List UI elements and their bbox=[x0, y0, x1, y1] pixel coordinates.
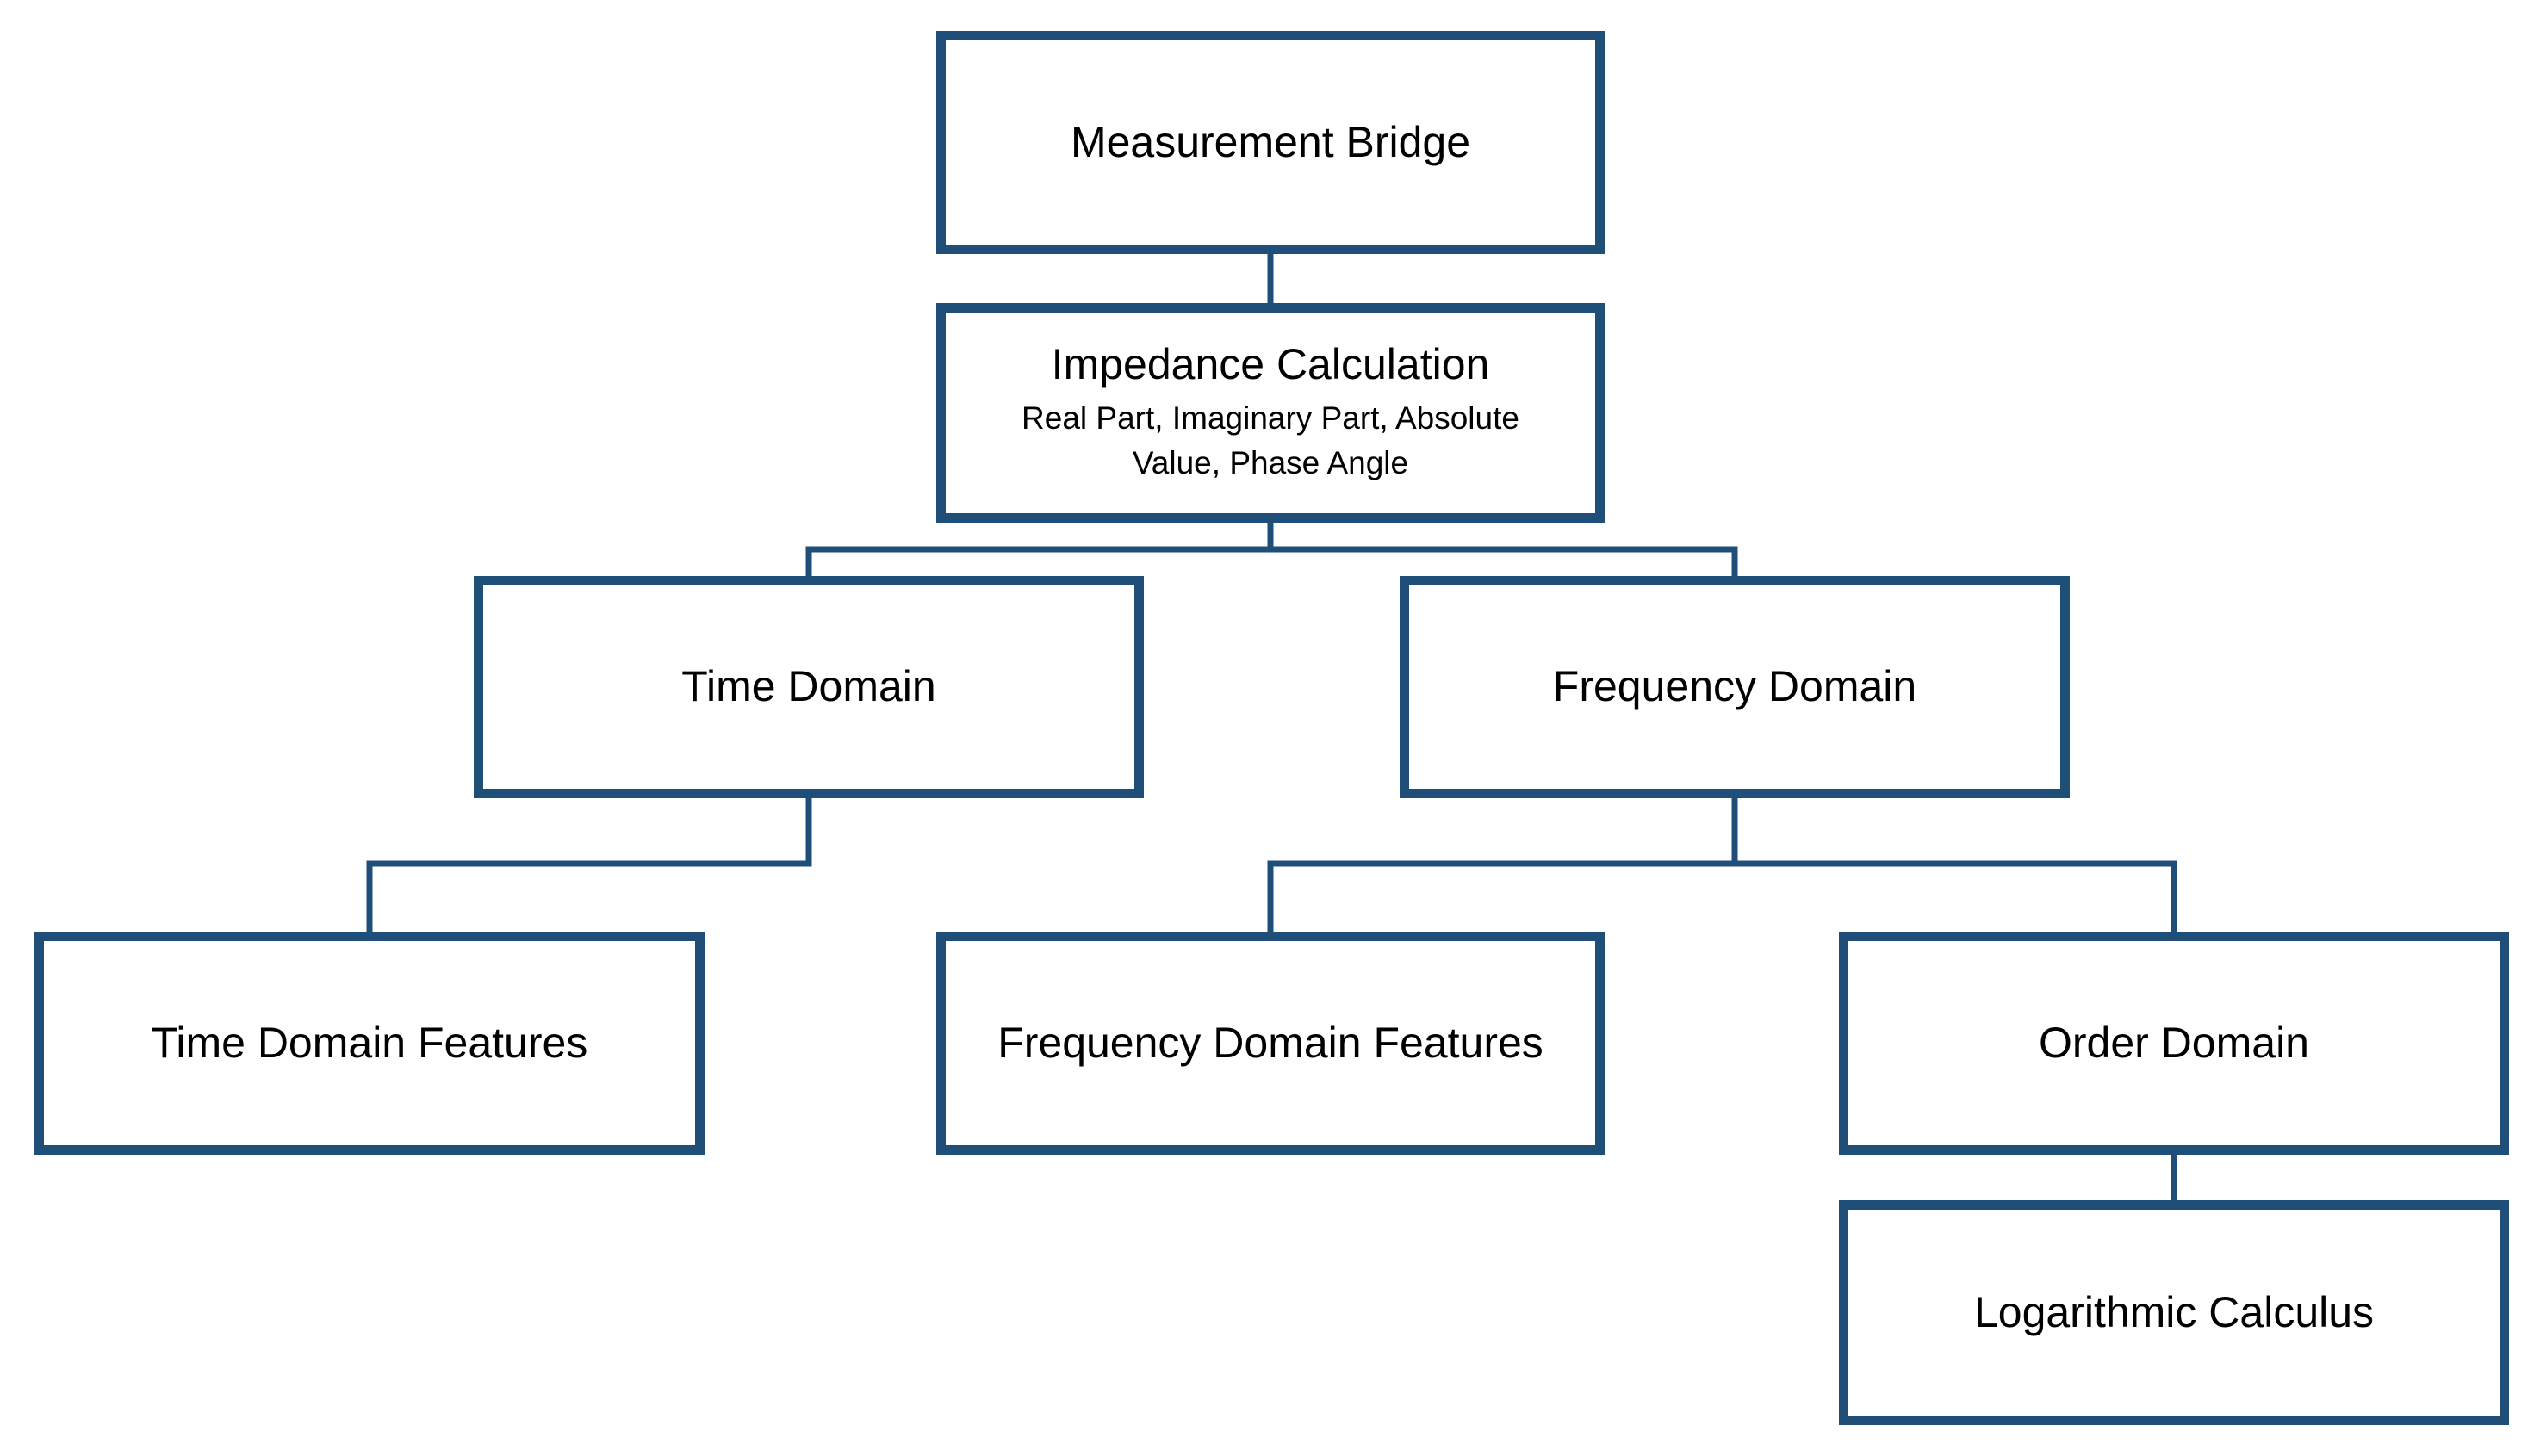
node-title: Frequency Domain Features bbox=[997, 1018, 1543, 1067]
node-title: Time Domain bbox=[681, 662, 936, 711]
node-measurement-bridge: Measurement Bridge bbox=[936, 31, 1605, 254]
edge-impedance-to-time-domain bbox=[805, 523, 1274, 576]
node-subtitle: Real Part, Imaginary Part, Absolute Valu… bbox=[1022, 400, 1519, 481]
node-time-domain-features: Time Domain Features bbox=[34, 932, 705, 1155]
edge-frequency-domain-to-order-domain bbox=[1735, 860, 2177, 932]
node-title: Impedance Calculation bbox=[1051, 339, 1490, 388]
edge-frequency-domain-to-freq-features bbox=[1267, 798, 1738, 932]
node-title: Time Domain Features bbox=[151, 1018, 588, 1067]
edge-impedance-to-frequency-domain bbox=[1270, 546, 1738, 576]
node-logarithmic-calculus: Logarithmic Calculus bbox=[1839, 1200, 2509, 1425]
node-impedance-calculation: Impedance Calculation Real Part, Imagina… bbox=[936, 303, 1605, 523]
node-time-domain: Time Domain bbox=[474, 576, 1144, 798]
node-title: Measurement Bridge bbox=[1070, 117, 1471, 166]
node-frequency-domain: Frequency Domain bbox=[1400, 576, 2070, 798]
node-order-domain: Order Domain bbox=[1839, 932, 2509, 1155]
node-title: Order Domain bbox=[2039, 1018, 2309, 1067]
node-title: Frequency Domain bbox=[1552, 662, 1917, 711]
node-frequency-domain-features: Frequency Domain Features bbox=[936, 932, 1605, 1155]
edge-time-domain-to-time-features bbox=[366, 798, 812, 932]
node-title: Logarithmic Calculus bbox=[1973, 1287, 2375, 1336]
